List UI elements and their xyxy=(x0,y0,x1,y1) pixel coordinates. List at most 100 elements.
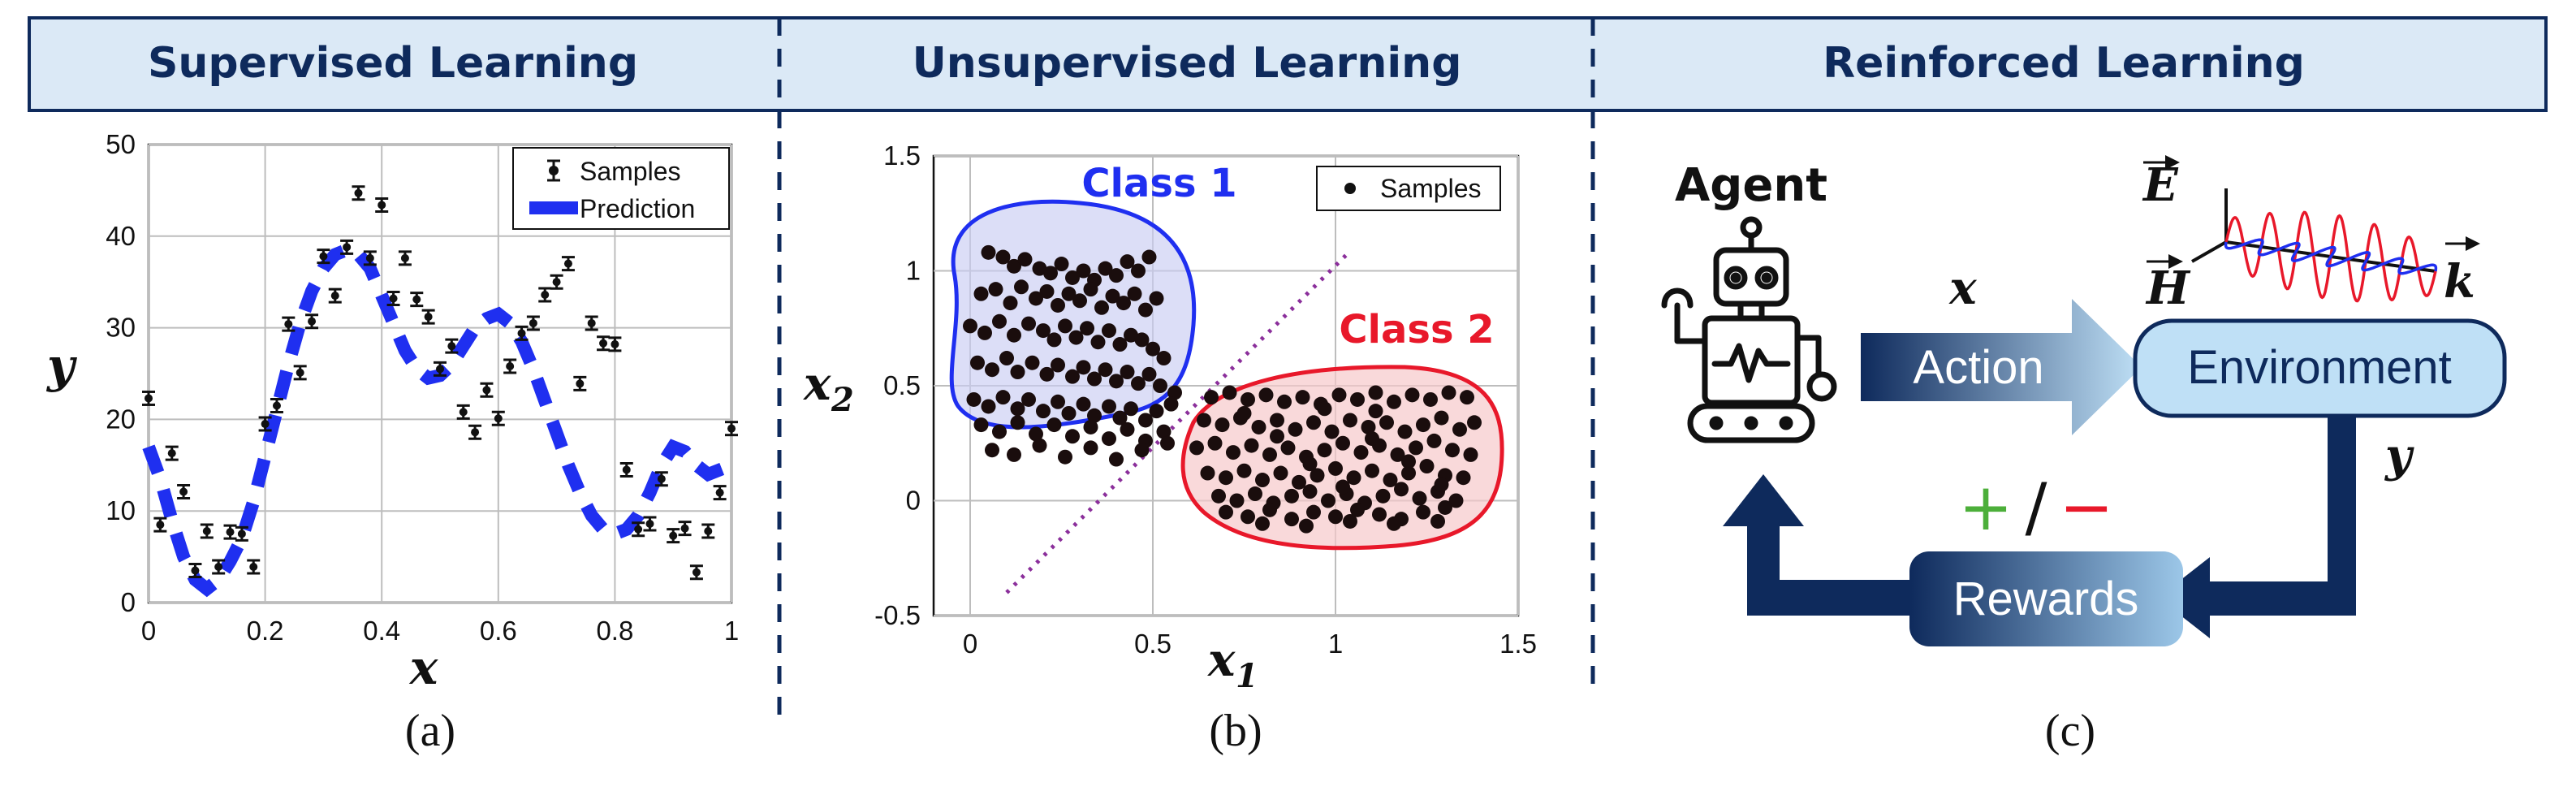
rewards-box: Rewards xyxy=(1909,551,2183,646)
class2-point xyxy=(1409,440,1423,456)
class1-point xyxy=(1076,396,1091,412)
class2-point xyxy=(1204,390,1219,405)
class1-point xyxy=(1061,405,1077,421)
class1-point xyxy=(1141,366,1157,382)
class2-point xyxy=(1280,440,1296,456)
class2-point xyxy=(1277,394,1292,409)
sample-marker xyxy=(375,197,389,213)
class1-point xyxy=(1065,369,1080,384)
sample-point xyxy=(611,339,619,348)
class1-point xyxy=(1014,279,1029,295)
class1-point xyxy=(1076,360,1091,375)
x-tick-label: 0.2 xyxy=(247,616,284,646)
sample-point xyxy=(645,519,654,528)
sample-point xyxy=(436,365,444,374)
sample-point xyxy=(145,394,153,403)
class2-point xyxy=(1423,391,1438,407)
class1-point xyxy=(1068,330,1084,345)
sample-marker xyxy=(445,338,459,354)
sample-point xyxy=(552,278,561,287)
class2-point xyxy=(1236,463,1252,478)
class1-point xyxy=(1156,351,1171,366)
class2-point xyxy=(1372,507,1387,522)
class1-point xyxy=(1127,286,1142,301)
svg-text:E: E xyxy=(2142,158,2179,212)
action-variable: x xyxy=(1948,262,1977,315)
sample-marker xyxy=(293,365,307,381)
class2-point xyxy=(1310,468,1325,483)
class1-point xyxy=(1116,296,1131,311)
sample-marker xyxy=(223,524,237,540)
svg-text:x: x xyxy=(1207,633,1236,687)
y-tick-label: 1 xyxy=(906,256,921,286)
class1-point xyxy=(985,443,999,458)
x-tick-label: 1 xyxy=(724,616,739,646)
class1-point xyxy=(1124,327,1138,343)
class2-point xyxy=(1434,410,1449,426)
plot-b-xlabel: x 1 xyxy=(1207,633,1258,695)
class1-point xyxy=(1054,257,1069,272)
class2-point xyxy=(1412,491,1427,506)
legend-samples-label: Samples xyxy=(580,157,681,186)
class2-point xyxy=(1416,417,1430,433)
class2-point xyxy=(1397,424,1413,439)
class2-point xyxy=(1302,484,1318,499)
sample-point xyxy=(296,368,304,377)
sample-marker xyxy=(468,424,482,440)
class2-point xyxy=(1365,463,1379,478)
sample-marker xyxy=(713,485,727,501)
class1-point xyxy=(995,390,1011,405)
sample-point xyxy=(494,414,503,423)
class1-point xyxy=(1010,401,1025,417)
sample-point xyxy=(680,524,689,533)
x-tick-label: 1.5 xyxy=(1499,629,1537,659)
sample-marker xyxy=(503,358,517,374)
class1-point xyxy=(1065,429,1080,444)
sample-point xyxy=(343,243,352,252)
class2-samples xyxy=(1189,385,1482,534)
sample-marker xyxy=(515,325,529,341)
environment-variable: y xyxy=(2384,429,2414,482)
plot-a-xlabel: x xyxy=(408,640,439,695)
class2-point xyxy=(1292,474,1306,490)
sample-marker xyxy=(550,274,563,290)
sample-point xyxy=(237,529,246,538)
action-arrow: Action xyxy=(1861,299,2142,435)
class1-point xyxy=(1080,321,1094,336)
sample-marker xyxy=(142,390,155,406)
class2-point xyxy=(1343,413,1357,428)
class1-point xyxy=(1102,431,1116,447)
plus-sign: + xyxy=(1958,469,2013,545)
class1-point xyxy=(1109,268,1124,283)
class1-point xyxy=(1094,300,1109,315)
class1-point xyxy=(985,362,999,378)
class1-point xyxy=(1039,283,1055,299)
x-tick-label: 0.4 xyxy=(363,616,400,646)
class2-point xyxy=(1284,512,1299,527)
class1-point xyxy=(1153,378,1167,393)
class1-point xyxy=(1149,291,1164,306)
class2-point xyxy=(1361,419,1376,434)
class1-point xyxy=(1065,270,1080,285)
class2-point xyxy=(1438,499,1452,515)
class2-point xyxy=(1219,470,1233,486)
sample-point xyxy=(272,401,281,410)
class2-point xyxy=(1219,504,1233,520)
sample-marker xyxy=(177,484,191,500)
class1-point xyxy=(999,351,1014,366)
x-tick-label: 0 xyxy=(141,616,156,646)
y-tick-label: 30 xyxy=(106,313,136,343)
slash-sign: / xyxy=(2026,469,2047,545)
class1-point xyxy=(1112,410,1128,426)
sample-marker xyxy=(200,523,214,539)
class1-point xyxy=(1131,376,1146,391)
sample-marker xyxy=(421,309,435,325)
sample-point xyxy=(459,408,468,417)
sample-marker xyxy=(328,287,342,304)
sample-point xyxy=(179,487,188,496)
class1-point xyxy=(1039,366,1055,382)
sample-point xyxy=(226,528,235,537)
class1-point xyxy=(1061,286,1077,301)
